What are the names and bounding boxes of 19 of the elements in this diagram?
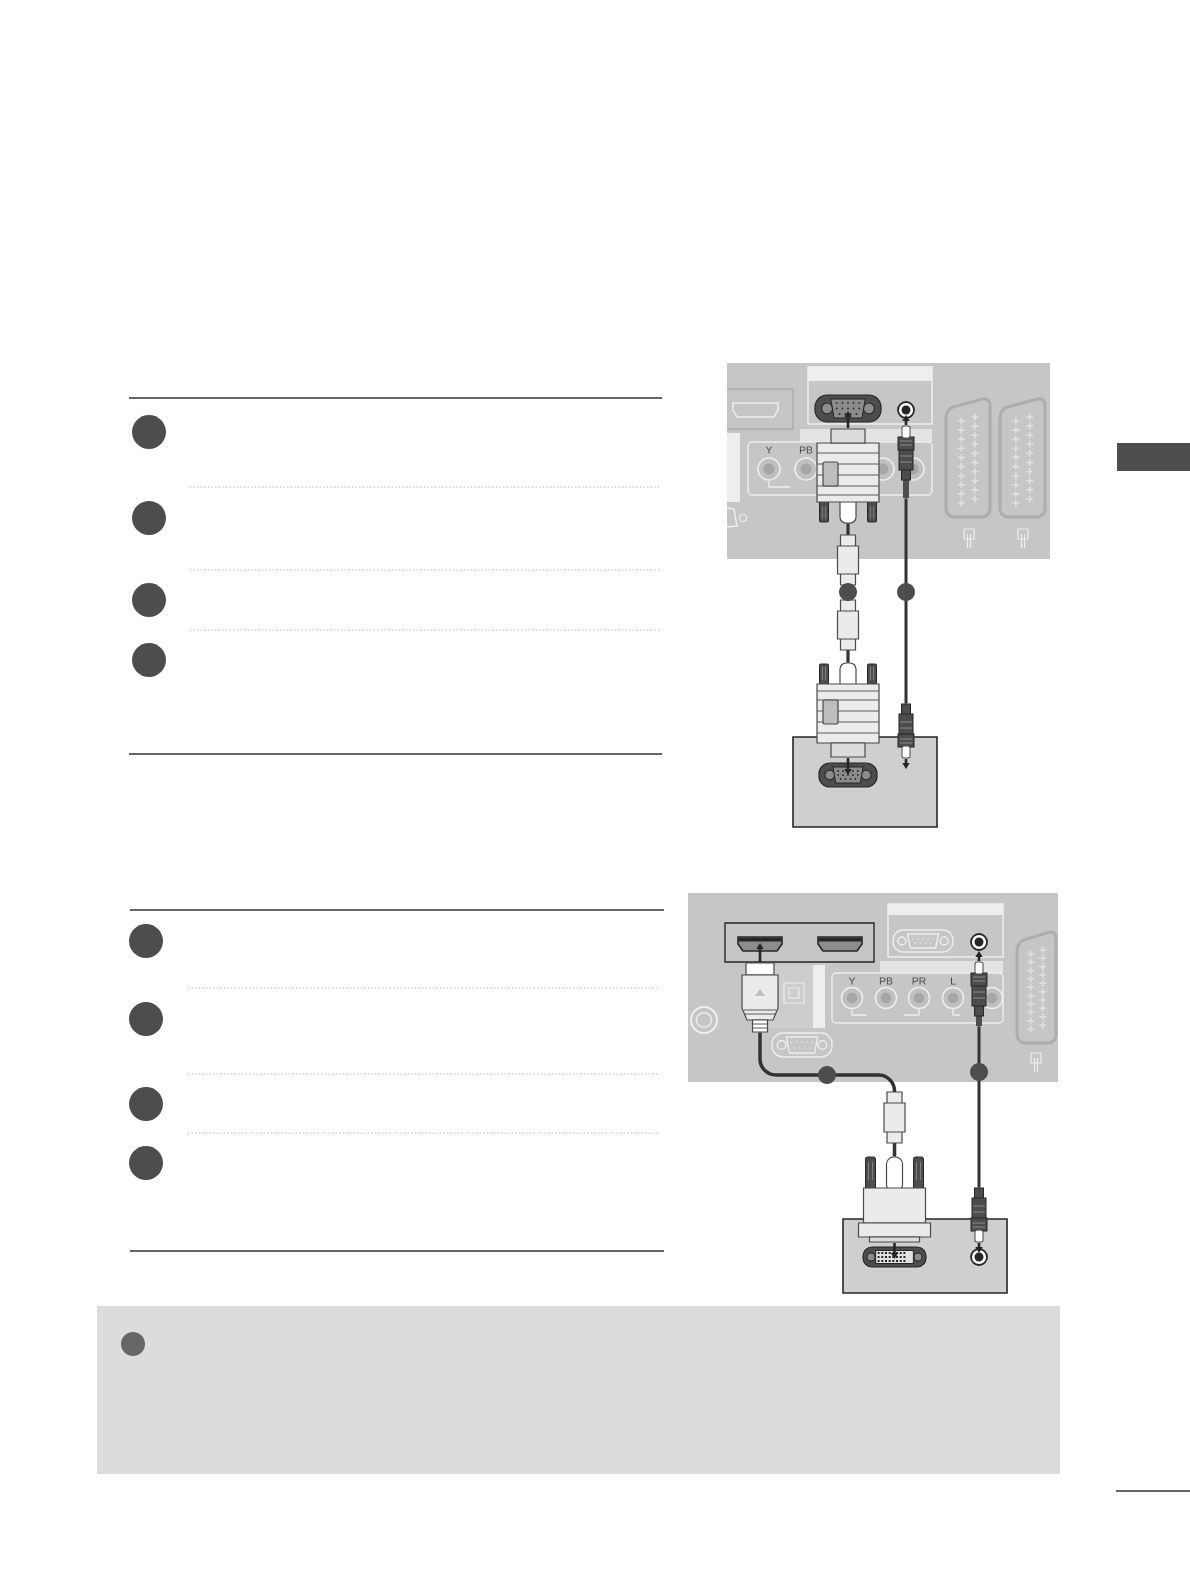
jack-label: Y [848,977,856,985]
jack-label: L [950,977,956,985]
jack-label: PR [912,977,926,985]
dvi-plug [857,1156,932,1259]
hdmi-plug [741,943,779,1033]
cable [836,523,860,663]
vga-plug [816,662,880,775]
cable [758,1032,906,1157]
rca-plug [970,951,988,1026]
rca-plug [897,415,915,498]
section-tab [1117,443,1190,471]
cable [897,498,915,704]
jack-label: PB [879,977,893,985]
vga-plug [816,411,880,524]
rca-plug [897,703,915,769]
cable [970,1026,988,1188]
rca-plug [970,1187,988,1253]
jack-label: PB [799,446,813,454]
jack-label: Y [765,446,773,454]
